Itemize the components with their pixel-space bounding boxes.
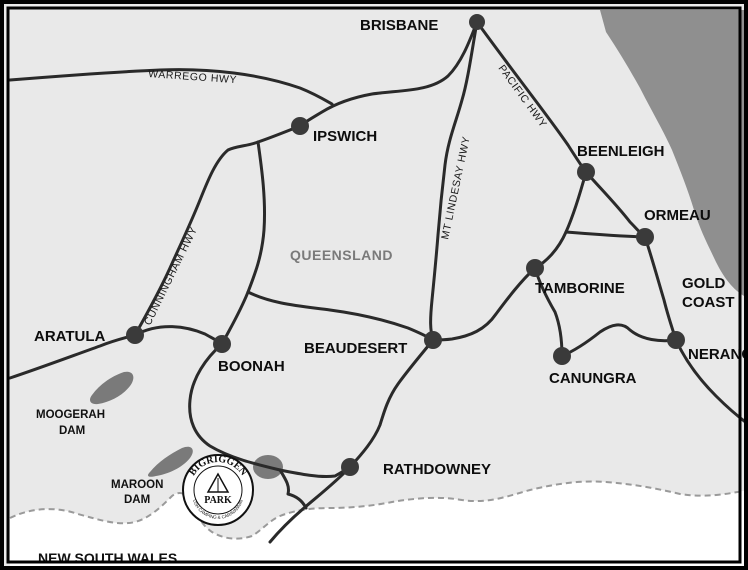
road-bigriggen-access (278, 468, 308, 510)
road-pacific (475, 20, 588, 174)
canungra-marker (553, 347, 571, 365)
beenleigh-marker (577, 163, 595, 181)
road-canungra-nerang (560, 323, 678, 358)
canungra-label: CANUNGRA (549, 370, 637, 387)
map-inner-frame (6, 6, 742, 564)
nerang-marker (667, 331, 685, 349)
moogerah-dam-label-line2: DAM (59, 425, 85, 437)
aratula-marker (126, 326, 144, 344)
maroon-dam-label-line2: DAM (124, 494, 150, 506)
maroon-dam-label-line1: MAROON (111, 479, 163, 491)
logo-bottom-text: PARK (204, 495, 232, 506)
ormeau-marker (636, 228, 654, 246)
gold-coast-label-line1: GOLD (682, 275, 725, 292)
queensland-label: QUEENSLAND (290, 247, 393, 263)
road-boonah-rathdowney (188, 342, 352, 478)
sea-area (600, 10, 748, 298)
ipswich-marker (291, 117, 309, 135)
road-tamborine-canungra (533, 266, 564, 358)
beenleigh-label: BEENLEIGH (577, 143, 665, 160)
road-boonah-beaudesert (246, 290, 435, 342)
moogerah-dam-label-line1: MOOGERAH (36, 409, 105, 421)
boonah-marker (213, 335, 231, 353)
road-warrego (8, 68, 334, 106)
town-markers (126, 14, 685, 476)
road-mt-lindesay (429, 20, 479, 342)
beaudesert-label: BEAUDESERT (304, 340, 407, 357)
gold-coast-label-line2: COAST (682, 294, 735, 311)
road-brisbane-ipswich (298, 20, 479, 128)
road-rathdowney-south (268, 465, 352, 544)
tamborine-label: TAMBORINE (535, 280, 625, 297)
nsw-area (10, 481, 748, 570)
road-ipswich-aratula (133, 124, 302, 337)
tamborine-marker (526, 259, 544, 277)
rathdowney-label: RATHDOWNEY (383, 461, 491, 478)
logo-inner-ring (193, 465, 243, 515)
aratula-label: ARATULA (34, 328, 106, 345)
ormeau-label: ORMEAU (644, 207, 711, 224)
ipswich-label: IPSWICH (313, 128, 377, 145)
maroon-dam-water (148, 446, 193, 477)
road-ormeau-nerang (643, 235, 678, 342)
rathdowney-marker (341, 458, 359, 476)
state-border (9, 480, 748, 540)
boonah-label: BOONAH (218, 358, 285, 375)
nsw-label: NEW SOUTH WALES (38, 550, 177, 566)
brisbane-marker (469, 14, 485, 30)
brisbane-label: BRISBANE (360, 17, 438, 34)
road-beaudesert-rathdowney (348, 338, 435, 469)
road-ipswich-boonah (220, 140, 267, 346)
beaudesert-marker (424, 331, 442, 349)
moogerah-dam-water (90, 371, 134, 405)
road-aratula-west (8, 333, 137, 380)
nerang-label: NERANG (688, 346, 748, 363)
